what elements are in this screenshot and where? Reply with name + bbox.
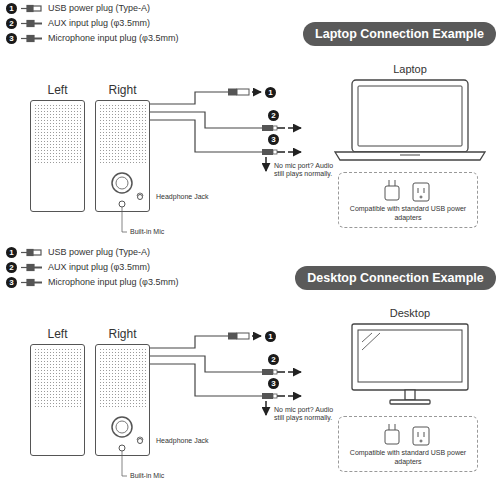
- note-text: Compatible with standard USB power adapt…: [343, 205, 473, 223]
- section-header: Desktop Connection Example: [295, 266, 496, 290]
- compatibility-box: Compatible with standard USB power adapt…: [338, 416, 478, 472]
- device-label: Laptop: [380, 63, 440, 76]
- speaker-box: Right: [95, 82, 150, 212]
- compatibility-box: Compatible with standard USB power adapt…: [338, 172, 478, 228]
- component-label: Built-in Mic: [130, 228, 164, 236]
- callout-number: 1: [265, 331, 276, 342]
- callout-number: 3: [6, 277, 17, 288]
- callout-number: 3: [268, 134, 279, 145]
- callout-number: 3: [6, 33, 17, 44]
- component-label: Headphone Jack: [156, 437, 209, 445]
- callout-number: 2: [268, 110, 279, 121]
- component-label: Built-in Mic: [130, 472, 164, 480]
- speaker-cabinet: [30, 100, 85, 212]
- callout-number: 3: [268, 378, 279, 389]
- header-text: Desktop Connection Example: [307, 271, 483, 285]
- note-text: Compatible with standard USB power adapt…: [343, 449, 473, 467]
- callout-number: 1: [6, 3, 17, 14]
- callout-number: 1: [265, 87, 276, 98]
- speaker-box: Left: [30, 82, 85, 212]
- monitor-drawing: [352, 324, 468, 404]
- laptop-drawing: [335, 80, 485, 160]
- legend-text: Microphone input plug (φ3.5mm): [48, 277, 178, 287]
- legend-item: Microphone input plug (φ3.5mm): [48, 33, 178, 44]
- legend-item: USB power plug (Type-A): [48, 247, 150, 258]
- note-text: No mic port? Audio still plays normally.: [274, 162, 334, 179]
- speaker-grille: [99, 348, 146, 407]
- note-text: No mic port? Audio still plays normally.: [274, 406, 334, 423]
- speaker-label: Right: [95, 82, 150, 98]
- speaker-label: Left: [30, 82, 85, 98]
- speaker-box: Left: [30, 326, 85, 456]
- callout-number: 2: [6, 18, 17, 29]
- legend-text: USB power plug (Type-A): [48, 3, 150, 13]
- speaker-cabinet: [95, 100, 150, 212]
- speaker-grille: [34, 348, 81, 407]
- legend-item: Microphone input plug (φ3.5mm): [48, 277, 178, 288]
- legend-text: Microphone input plug (φ3.5mm): [48, 33, 178, 43]
- header-text: Laptop Connection Example: [315, 27, 484, 41]
- speaker-grille: [34, 104, 81, 163]
- legend-item: AUX input plug (φ3.5mm): [48, 18, 150, 29]
- callout-number: 2: [268, 354, 279, 365]
- speaker-grille: [99, 104, 146, 163]
- legend-text: AUX input plug (φ3.5mm): [48, 18, 150, 28]
- speaker-cabinet: [30, 344, 85, 456]
- legend-item: USB power plug (Type-A): [48, 3, 150, 14]
- speaker-label: Left: [30, 326, 85, 342]
- legend-text: USB power plug (Type-A): [48, 247, 150, 257]
- component-label: Headphone Jack: [156, 193, 209, 201]
- legend-text: AUX input plug (φ3.5mm): [48, 262, 150, 272]
- speaker-cabinet: [95, 344, 150, 456]
- callout-number: 1: [6, 247, 17, 258]
- callout-number: 2: [6, 262, 17, 273]
- device-label: Desktop: [380, 307, 440, 320]
- section-header: Laptop Connection Example: [303, 22, 496, 46]
- legend-item: AUX input plug (φ3.5mm): [48, 262, 150, 273]
- speaker-box: Right: [95, 326, 150, 456]
- speaker-label: Right: [95, 326, 150, 342]
